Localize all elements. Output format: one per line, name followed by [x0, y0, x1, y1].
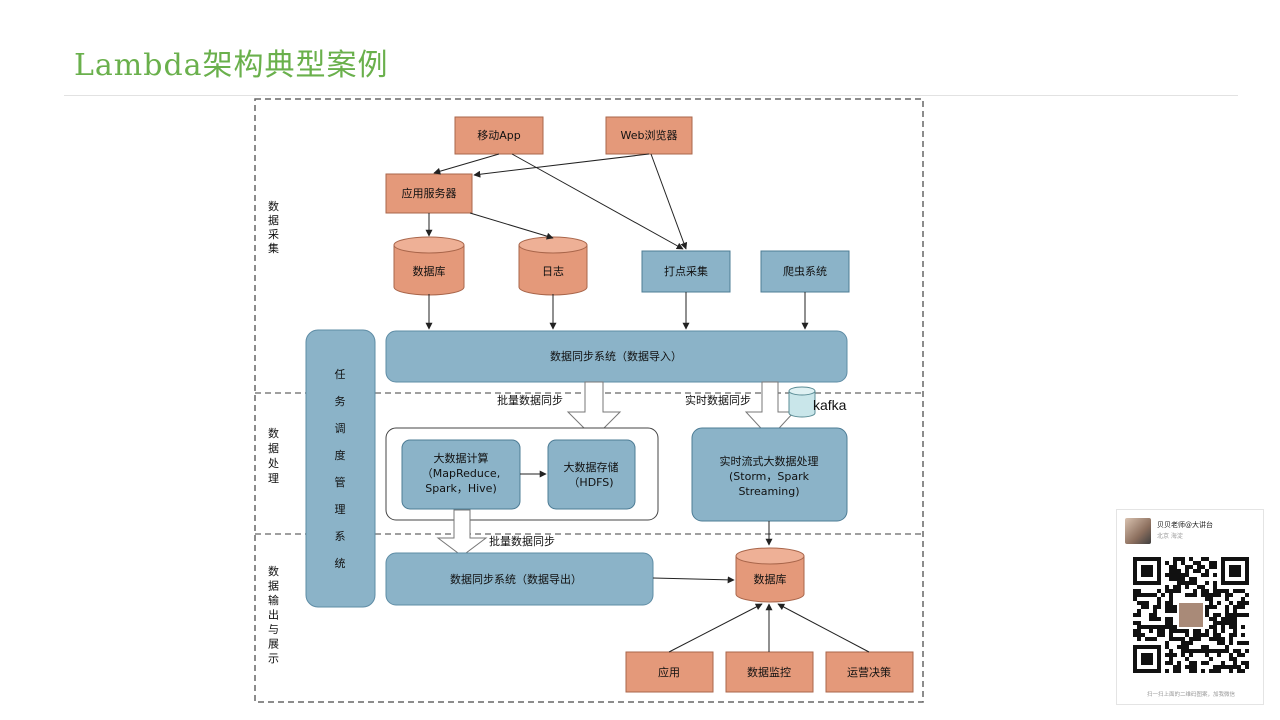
- web-browser-node: [605, 116, 693, 155]
- realtime-sync-label: 实时数据同步: [685, 393, 751, 407]
- section-label-collect: 数据采集: [268, 200, 279, 255]
- title-divider: [64, 95, 1238, 96]
- mobile-app-node: [454, 116, 544, 155]
- ops-node: [825, 651, 914, 693]
- output-database-label: 数据库: [754, 572, 787, 586]
- batch-sync-label: 批量数据同步: [497, 393, 563, 407]
- app-server-label: 应用服务器: [402, 186, 457, 200]
- qr-card-location: 北京 海淀: [1157, 533, 1183, 540]
- crawler-node: [760, 250, 850, 293]
- crawler-label: 爬虫系统: [783, 265, 827, 278]
- tracking-node: [641, 250, 731, 293]
- ops-label: 运营决策: [847, 665, 891, 679]
- sync-export-box: [385, 552, 654, 606]
- batch-sync-out-block-arrow: [436, 509, 488, 557]
- kafka-label: kafka: [813, 397, 847, 413]
- wechat-qr-card: 贝贝老师@大讲台 北京 海淀 扫一扫上面的二维码图案，加我微信: [1116, 509, 1264, 705]
- qr-card-name: 贝贝老师@大讲台: [1157, 521, 1213, 529]
- sync-export-label: 数据同步系统（数据导出）: [450, 572, 582, 586]
- scheduler-label: 任务调度管理系统: [335, 368, 346, 570]
- sync-import-label: 数据同步系统（数据导入）: [550, 349, 682, 363]
- sync-import-box: [385, 330, 848, 383]
- app-server-node: [385, 173, 473, 214]
- log-cylinder: [518, 236, 588, 296]
- output-database-cylinder: [735, 547, 805, 603]
- section-label-process: 数据处理: [268, 427, 279, 485]
- diagram-frame: [254, 98, 924, 703]
- batch-sync-block-arrow: [566, 381, 622, 439]
- database-label: 数据库: [413, 264, 446, 278]
- qr-code-image: [1133, 557, 1249, 673]
- tracking-label: 打点采集: [664, 264, 708, 278]
- mobile-app-label: 移动App: [477, 129, 521, 142]
- log-label: 日志: [542, 265, 564, 278]
- app-node: [625, 651, 714, 693]
- monitor-label: 数据监控: [747, 665, 791, 679]
- bigdata-storage-node: [547, 439, 636, 510]
- realtime-sync-block-arrow: [744, 381, 796, 439]
- kafka-cylinder: [788, 386, 816, 418]
- collect-arrows: [425, 153, 809, 330]
- database-cylinder: [393, 236, 465, 296]
- qr-card-caption: 扫一扫上面的二维码图案，加我微信: [1146, 692, 1235, 698]
- bigdata-compute-label: 大数据计算（MapReduce,Spark，Hive): [422, 451, 500, 495]
- section-label-output: 数据输出与展示: [268, 565, 279, 665]
- output-arrows: [652, 521, 870, 653]
- scheduler-box: [305, 329, 376, 608]
- batch-sync-out-label: 批量数据同步: [489, 534, 555, 548]
- avatar: [1125, 518, 1151, 544]
- bigdata-storage-label: 大数据存储（HDFS): [564, 460, 619, 489]
- web-browser-label: Web浏览器: [621, 128, 678, 142]
- app-label: 应用: [658, 665, 680, 679]
- slide-title: Lambda架构典型案例: [74, 48, 389, 83]
